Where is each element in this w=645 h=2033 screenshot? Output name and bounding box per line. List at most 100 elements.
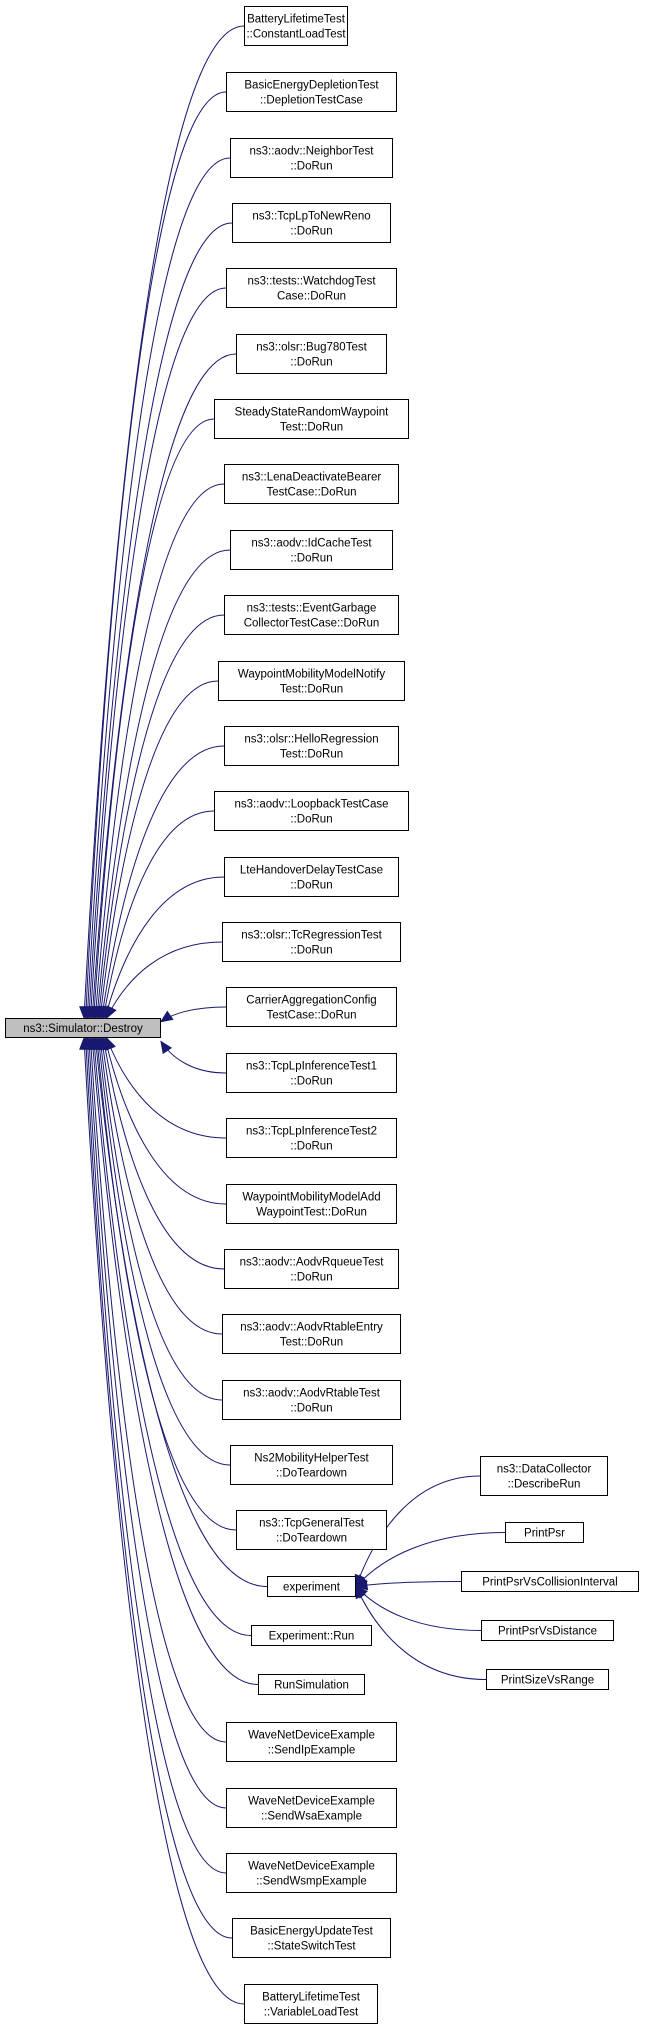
node-label: ::DoRun	[290, 357, 332, 369]
node-label: ::SendIpExample	[268, 1745, 356, 1757]
node-label: BatteryLifetimeTest	[247, 14, 346, 26]
node-batterylifetimetest-variableloadtest[interactable]: BatteryLifetimeTest::VariableLoadTest	[244, 1984, 378, 2024]
node-experiment-run[interactable]: Experiment::Run	[251, 1625, 372, 1646]
node-ns3-tcpgeneraltest-doteardown[interactable]: ns3::TcpGeneralTest::DoTeardown	[236, 1510, 387, 1550]
node-label: ns3::TcpGeneralTest	[259, 1518, 365, 1530]
node-label: Test::DoRun	[280, 749, 343, 761]
node-runsimulation[interactable]: RunSimulation	[258, 1674, 365, 1695]
node-label: LteHandoverDelayTestCase	[240, 865, 383, 877]
node-label: Test::DoRun	[280, 422, 343, 434]
node-label: ns3::aodv::AodvRtableEntry	[240, 1322, 383, 1334]
node-label: ns3::aodv::NeighborTest	[249, 146, 374, 158]
node-label: ns3::aodv::LoopbackTestCase	[234, 799, 388, 811]
node-label: ::DoRun	[290, 1403, 332, 1415]
node-ns3-aodv-aodvrtabletest-dorun[interactable]: ns3::aodv::AodvRtableTest::DoRun	[222, 1380, 401, 1420]
node-label: WaveNetDeviceExample	[248, 1730, 375, 1742]
node-label: ns3::olsr::TcRegressionTest	[241, 930, 382, 942]
node-label: ::DoRun	[290, 553, 332, 565]
node-basicenergydepletiontest-depletiontestcase[interactable]: BasicEnergyDepletionTest::DepletionTestC…	[226, 72, 397, 112]
node-label: ::DoRun	[290, 161, 332, 173]
node-ns3-olsr-tcregressiontest-dorun[interactable]: ns3::olsr::TcRegressionTest::DoRun	[222, 922, 401, 962]
node-label: WaveNetDeviceExample	[248, 1861, 375, 1873]
node-printsizevsrange[interactable]: PrintSizeVsRange	[486, 1669, 609, 1690]
node-ns3-tcplptonewreno-dorun[interactable]: ns3::TcpLpToNewReno::DoRun	[232, 203, 391, 243]
node-label: ns3::olsr::Bug780Test	[256, 342, 367, 354]
node-label: WaveNetDeviceExample	[248, 1796, 375, 1808]
node-ns3-olsr-bug780test-dorun[interactable]: ns3::olsr::Bug780Test::DoRun	[236, 334, 387, 374]
node-label: TestCase::DoRun	[266, 487, 356, 499]
node-ns3-datacollector-describerun[interactable]: ns3::DataCollector::DescribeRun	[480, 1456, 608, 1496]
call-graph-nodes: ns3::Simulator::DestroyBatteryLifetimeTe…	[5, 6, 639, 2024]
edge-ns3-tcplpinferencetest2-dorun-to-destroy	[105, 1036, 227, 1139]
node-label: PrintPsrVsDistance	[498, 1626, 597, 1638]
node-experiment[interactable]: experiment	[267, 1576, 356, 1597]
node-basicenergyupdatetest-stateswitchtest[interactable]: BasicEnergyUpdateTest::StateSwitchTest	[232, 1918, 391, 1958]
edge-carrieraggregationconfig-testcase-dorun-to-destroy	[159, 1006, 227, 1023]
node-label: BasicEnergyDepletionTest	[244, 80, 379, 92]
node-ns3-tests-eventgarbage-collectortestcase-dorun[interactable]: ns3::tests::EventGarbageCollectorTestCas…	[224, 595, 399, 635]
node-wavenetdeviceexample-sendwsmpexample[interactable]: WaveNetDeviceExample::SendWsmpExample	[226, 1853, 397, 1893]
edge-ns3-tcplptonewreno-dorun-to-destroy	[83, 222, 233, 1020]
node-label: BasicEnergyUpdateTest	[250, 1926, 374, 1938]
node-ltehandoverdelaytestcase-dorun[interactable]: LteHandoverDelayTestCase::DoRun	[224, 857, 399, 897]
edge-printpsrvsdistance-to-experiment	[355, 1585, 482, 1631]
call-graph-edges	[79, 25, 506, 2005]
node-label: ::DoRun	[290, 1141, 332, 1153]
node-label: ns3::LenaDeactivateBearer	[242, 472, 382, 484]
node-ns3-aodv-loopbacktestcase-dorun[interactable]: ns3::aodv::LoopbackTestCase::DoRun	[214, 791, 409, 831]
node-label: ::DoTeardown	[276, 1533, 347, 1545]
node-wavenetdeviceexample-sendwsaexample[interactable]: WaveNetDeviceExample::SendWsaExample	[226, 1788, 397, 1828]
node-label: ::SendWsmpExample	[256, 1876, 367, 1888]
node-label: PrintPsr	[524, 1528, 565, 1540]
node-label: ns3::olsr::HelloRegression	[244, 734, 378, 746]
node-label: RunSimulation	[274, 1680, 349, 1692]
node-label: CarrierAggregationConfig	[246, 995, 376, 1007]
node-wavenetdeviceexample-sendipexample[interactable]: WaveNetDeviceExample::SendIpExample	[226, 1722, 397, 1762]
node-printpsrvsdistance[interactable]: PrintPsrVsDistance	[481, 1620, 614, 1641]
node-label: ns3::tests::EventGarbage	[247, 603, 377, 615]
node-label: ns3::Simulator::Destroy	[23, 1023, 143, 1035]
node-label: WaypointMobilityModelAdd	[242, 1192, 380, 1204]
edge-steadystaterandomwaypoint-test-dorun-to-destroy	[88, 418, 215, 1020]
node-label: ns3::TcpLpToNewReno	[252, 211, 370, 223]
node-label: ::DoRun	[290, 814, 332, 826]
edge-printsizevsrange-to-experiment	[355, 1585, 487, 1680]
node-printpsr[interactable]: PrintPsr	[505, 1522, 584, 1543]
node-label: ::StateSwitchTest	[267, 1941, 356, 1953]
node-label: ::DoRun	[290, 880, 332, 892]
node-waypointmobilitymodeladd-waypointtest-dorun[interactable]: WaypointMobilityModelAddWaypointTest::Do…	[226, 1184, 397, 1224]
edge-printpsrvscollisioninterval-to-experiment	[354, 1579, 462, 1591]
node-printpsrvscollisioninterval[interactable]: PrintPsrVsCollisionInterval	[461, 1571, 639, 1592]
node-ns3-aodv-neighbortest-dorun[interactable]: ns3::aodv::NeighborTest::DoRun	[230, 138, 393, 178]
node-label: Experiment::Run	[269, 1631, 355, 1643]
edge-batterylifetimetest-variableloadtest-to-destroy	[79, 1036, 245, 2005]
edge-wavenetdeviceexample-sendwsaexample-to-destroy	[83, 1036, 227, 1809]
node-ns3-tcplpinferencetest2-dorun[interactable]: ns3::TcpLpInferenceTest2::DoRun	[226, 1118, 397, 1158]
node-label: TestCase::DoRun	[266, 1010, 356, 1022]
node-label: ns3::aodv::IdCacheTest	[251, 538, 372, 550]
edge-ns3-tests-eventgarbage-collectortestcase-dorun-to-destroy	[94, 614, 225, 1020]
node-ns3-aodv-idcachetest-dorun[interactable]: ns3::aodv::IdCacheTest::DoRun	[230, 530, 393, 570]
node-label: Test::DoRun	[280, 1337, 343, 1349]
node-label: ::DepletionTestCase	[260, 95, 363, 107]
edge-basicenergyupdatetest-stateswitchtest-to-destroy	[80, 1036, 233, 1939]
node-ns2mobilityhelpertest-doteardown[interactable]: Ns2MobilityHelperTest::DoTeardown	[230, 1445, 393, 1485]
node-label: CollectorTestCase::DoRun	[244, 618, 380, 630]
node-ns3-tcplpinferencetest1-dorun[interactable]: ns3::TcpLpInferenceTest1::DoRun	[226, 1053, 397, 1093]
node-label: ns3::aodv::AodvRtableTest	[243, 1388, 381, 1400]
node-label: Test::DoRun	[280, 684, 343, 696]
node-label: Ns2MobilityHelperTest	[254, 1453, 369, 1465]
node-ns3-simulator-destroy[interactable]: ns3::Simulator::Destroy	[5, 1018, 161, 1038]
edge-ns3-olsr-tcregressiontest-dorun-to-destroy	[106, 941, 223, 1020]
node-label: ::VariableLoadTest	[264, 2007, 359, 2019]
node-ns3-aodv-aodvrqueuetest-dorun[interactable]: ns3::aodv::AodvRqueueTest::DoRun	[224, 1249, 399, 1289]
edge-ns3-olsr-helloregression-test-dorun-to-destroy	[97, 745, 225, 1020]
node-batterylifetimetest-constantloadtest[interactable]: BatteryLifetimeTest::ConstantLoadTest	[244, 6, 348, 46]
